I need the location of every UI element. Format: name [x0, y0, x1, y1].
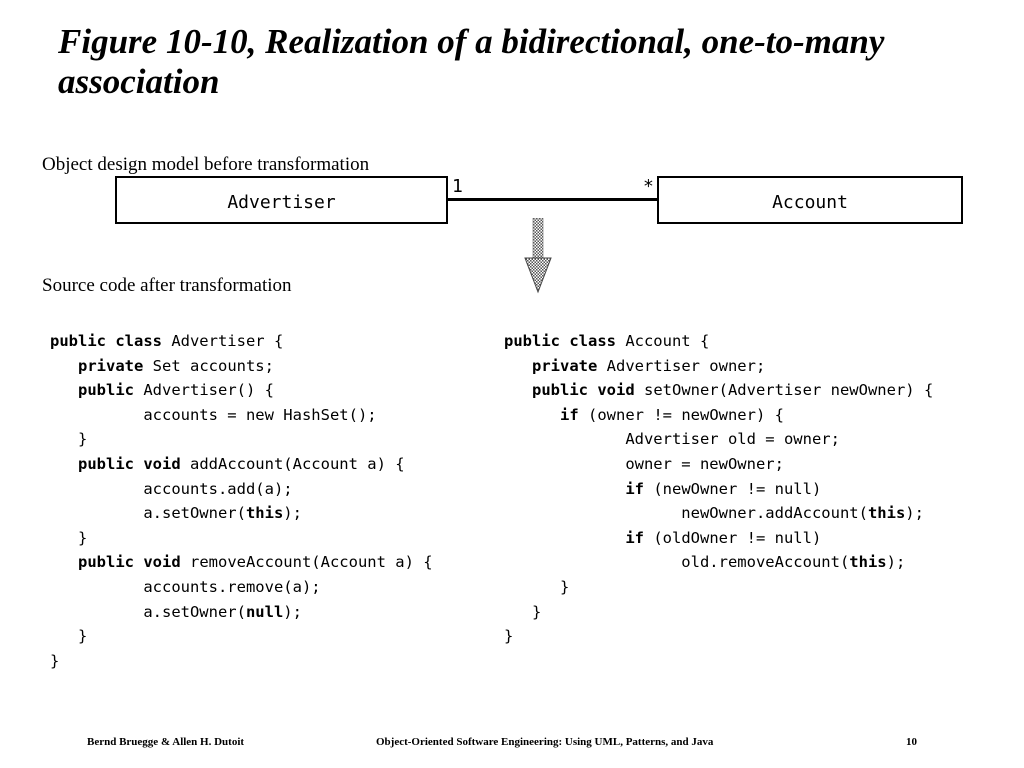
code-text: }: [504, 627, 514, 646]
code-line: if (owner != newOwner) {: [504, 403, 933, 428]
code-text: a.setOwner(: [50, 602, 246, 621]
code-keyword: public class: [50, 332, 162, 350]
code-line: accounts = new HashSet();: [50, 403, 433, 428]
code-text: }: [504, 577, 570, 596]
code-text: }: [50, 430, 88, 449]
code-line: newOwner.addAccount(this);: [504, 501, 933, 526]
code-line: public void setOwner(Advertiser newOwner…: [504, 378, 933, 403]
code-line: }: [504, 600, 933, 625]
code-text: [504, 406, 560, 424]
footer-book-title: Object-Oriented Software Engineering: Us…: [376, 736, 714, 748]
code-text: Advertiser {: [161, 332, 284, 350]
code-text: setOwner(Advertiser newOwner) {: [634, 381, 934, 400]
code-text: owner = newOwner;: [504, 454, 784, 473]
code-line: }: [504, 624, 933, 649]
code-line: accounts.add(a);: [50, 477, 433, 502]
code-text: newOwner.addAccount(: [504, 504, 868, 523]
code-line: a.setOwner(null);: [50, 600, 433, 625]
code-text: [50, 381, 78, 399]
class-name-account: Account: [772, 191, 848, 213]
code-text: a.setOwner(: [50, 504, 246, 523]
code-text: [504, 381, 532, 399]
down-arrow-icon: [524, 218, 552, 294]
code-keyword: public void: [532, 381, 635, 400]
code-text: );: [905, 504, 924, 523]
code-line: private Advertiser owner;: [504, 354, 933, 379]
code-text: );: [283, 602, 302, 621]
code-line: old.removeAccount(this);: [504, 550, 933, 575]
code-text: Advertiser old = owner;: [504, 430, 840, 449]
multiplicity-one: 1: [452, 176, 463, 197]
code-text: );: [283, 504, 302, 523]
code-account: public class Account { private Advertise…: [504, 329, 933, 649]
code-text: (oldOwner != null): [644, 528, 822, 547]
code-text: old.removeAccount(: [504, 553, 850, 572]
code-line: owner = newOwner;: [504, 452, 933, 477]
code-keyword: this: [245, 504, 284, 523]
slide-title: Figure 10-10, Realization of a bidirecti…: [58, 22, 885, 101]
code-keyword: if: [625, 528, 644, 547]
code-text: Advertiser owner;: [597, 356, 766, 375]
code-line: public class Account {: [504, 329, 933, 354]
code-line: }: [50, 649, 433, 674]
footer-authors: Bernd Bruegge & Allen H. Dutoit: [87, 736, 245, 748]
code-line: }: [50, 526, 433, 551]
code-line: Advertiser old = owner;: [504, 427, 933, 452]
code-text: addAccount(Account a) {: [180, 454, 405, 473]
association-line: [446, 198, 658, 201]
code-text: Advertiser() {: [134, 381, 274, 400]
code-text: [50, 553, 78, 571]
code-text: [50, 455, 78, 473]
code-line: }: [50, 624, 433, 649]
code-text: accounts.add(a);: [50, 479, 293, 498]
code-keyword: private: [532, 356, 598, 375]
code-line: public void removeAccount(Account a) {: [50, 550, 433, 575]
code-text: }: [50, 651, 60, 670]
code-text: }: [50, 528, 88, 547]
multiplicity-many: *: [643, 176, 654, 197]
uml-class-advertiser: Advertiser: [115, 176, 448, 224]
code-keyword: public void: [78, 553, 181, 572]
code-text: [504, 529, 625, 547]
code-line: public Advertiser() {: [50, 378, 433, 403]
code-advertiser: public class Advertiser { private Set ac…: [50, 329, 433, 673]
code-line: if (oldOwner != null): [504, 526, 933, 551]
footer-page-number: 10: [906, 736, 917, 748]
code-text: }: [50, 627, 88, 646]
code-line: private Set accounts;: [50, 354, 433, 379]
code-text: (newOwner != null): [644, 479, 822, 498]
code-text: accounts = new HashSet();: [50, 405, 377, 424]
code-text: );: [886, 553, 906, 572]
code-keyword: this: [867, 504, 906, 523]
code-line: public void addAccount(Account a) {: [50, 452, 433, 477]
code-keyword: public void: [78, 454, 181, 473]
code-text: Set accounts;: [143, 356, 274, 375]
class-name-advertiser: Advertiser: [227, 191, 336, 213]
code-text: [504, 357, 532, 375]
code-text: Account {: [615, 332, 710, 350]
code-keyword: public: [78, 381, 134, 400]
code-keyword: public class: [504, 332, 616, 350]
code-keyword: null: [245, 602, 284, 621]
code-line: if (newOwner != null): [504, 477, 933, 502]
code-line: accounts.remove(a);: [50, 575, 433, 600]
code-keyword: if: [625, 479, 644, 498]
caption-before: Object design model before transformatio…: [42, 154, 370, 175]
code-text: [504, 480, 625, 498]
code-line: }: [504, 575, 933, 600]
code-text: }: [504, 602, 542, 621]
code-line: }: [50, 427, 433, 452]
uml-class-account: Account: [657, 176, 963, 224]
code-keyword: if: [560, 405, 579, 424]
code-line: a.setOwner(this);: [50, 501, 433, 526]
caption-after: Source code after transformation: [42, 275, 292, 296]
code-text: (owner != newOwner) {: [578, 405, 784, 424]
code-text: accounts.remove(a);: [50, 577, 321, 596]
code-line: public class Advertiser {: [50, 329, 433, 354]
code-keyword: this: [849, 553, 887, 572]
code-keyword: private: [78, 356, 144, 375]
code-text: removeAccount(Account a) {: [180, 553, 433, 572]
code-text: [50, 357, 78, 375]
